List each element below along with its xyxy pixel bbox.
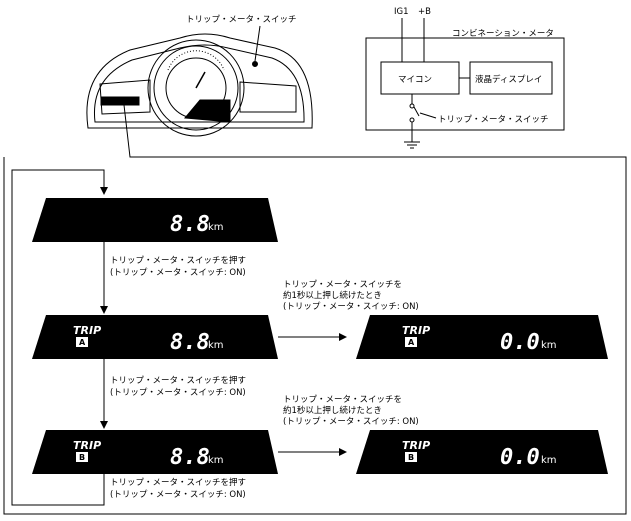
instrument-cluster — [86, 25, 313, 158]
note-hold-a-line2: 約1秒以上押し続けたとき — [283, 290, 382, 301]
circuit-switch-label: トリップ・メータ・スイッチ — [438, 115, 549, 125]
note-hold-b-line1: トリップ・メータ・スイッチを — [283, 395, 402, 405]
trip-b-value: 8.8 — [170, 445, 210, 470]
trip-a-unit: km — [208, 340, 224, 351]
odometer-unit: km — [208, 222, 224, 233]
note-hold-b: トリップ・メータ・スイッチを 約1秒以上押し続けたとき (トリップ・メータ・スイ… — [283, 395, 419, 427]
display-trip-a-reset: TRIP A 0.0 km — [356, 315, 608, 359]
note-hold-a-line1: トリップ・メータ・スイッチを — [283, 280, 402, 290]
odometer-value: 8.8 — [170, 212, 210, 237]
display-odometer: 8.8 km — [32, 198, 278, 242]
note-press-3-line2: (トリップ・メータ・スイッチ: ON) — [110, 490, 246, 500]
note-press-1-line2: (トリップ・メータ・スイッチ: ON) — [110, 268, 246, 278]
note-press-1: トリップ・メータ・スイッチを押す (トリップ・メータ・スイッチ: ON) — [110, 255, 246, 278]
trip-a-value: 8.8 — [170, 330, 210, 355]
combination-meter-label: コンビネーション・メータ — [452, 29, 554, 39]
circuit-diagram — [365, 18, 565, 149]
note-press-2-line2: (トリップ・メータ・スイッチ: ON) — [110, 388, 246, 398]
display-trip-b-reset: TRIP B 0.0 km — [356, 430, 608, 474]
trip-b-badge: B — [79, 453, 85, 462]
plus-b-label: +B — [418, 7, 431, 17]
note-hold-b-line2: 約1秒以上押し続けたとき — [283, 405, 382, 416]
note-hold-b-line3: (トリップ・メータ・スイッチ: ON) — [283, 417, 419, 427]
trip-a-reset-value: 0.0 — [500, 330, 540, 355]
display-trip-b: TRIP B 8.8 km — [32, 430, 278, 474]
trip-a-reset-unit: km — [541, 340, 557, 351]
note-press-3-line1: トリップ・メータ・スイッチを押す — [110, 477, 246, 488]
trip-b-unit: km — [208, 455, 224, 466]
ig1-label: IG1 — [394, 7, 409, 17]
cluster-switch-callout: トリップ・メータ・スイッチ — [186, 15, 297, 25]
trip-a-reset-badge: A — [408, 338, 415, 347]
flow-arrows — [11, 169, 347, 506]
trip-a-label: TRIP — [73, 324, 101, 337]
note-press-1-line1: トリップ・メータ・スイッチを押す — [110, 255, 246, 266]
note-hold-a: トリップ・メータ・スイッチを 約1秒以上押し続けたとき (トリップ・メータ・スイ… — [283, 280, 419, 312]
trip-a-badge: A — [79, 338, 86, 347]
note-press-2: トリップ・メータ・スイッチを押す (トリップ・メータ・スイッチ: ON) — [110, 375, 246, 398]
note-press-2-line1: トリップ・メータ・スイッチを押す — [110, 375, 246, 386]
trip-b-reset-value: 0.0 — [500, 445, 540, 470]
display-frame — [3, 156, 627, 515]
trip-b-reset-badge: B — [408, 453, 414, 462]
microcomputer-label: マイコン — [398, 75, 432, 85]
trip-a-reset-label: TRIP — [402, 324, 430, 337]
note-hold-a-line3: (トリップ・メータ・スイッチ: ON) — [283, 302, 419, 312]
trip-b-reset-unit: km — [541, 455, 557, 466]
lcd-label: 液晶ディスプレイ — [475, 74, 542, 85]
display-trip-a: TRIP A 8.8 km — [32, 315, 278, 359]
trip-b-reset-label: TRIP — [402, 439, 430, 452]
trip-b-label: TRIP — [73, 439, 101, 452]
note-press-3: トリップ・メータ・スイッチを押す (トリップ・メータ・スイッチ: ON) — [110, 477, 246, 500]
